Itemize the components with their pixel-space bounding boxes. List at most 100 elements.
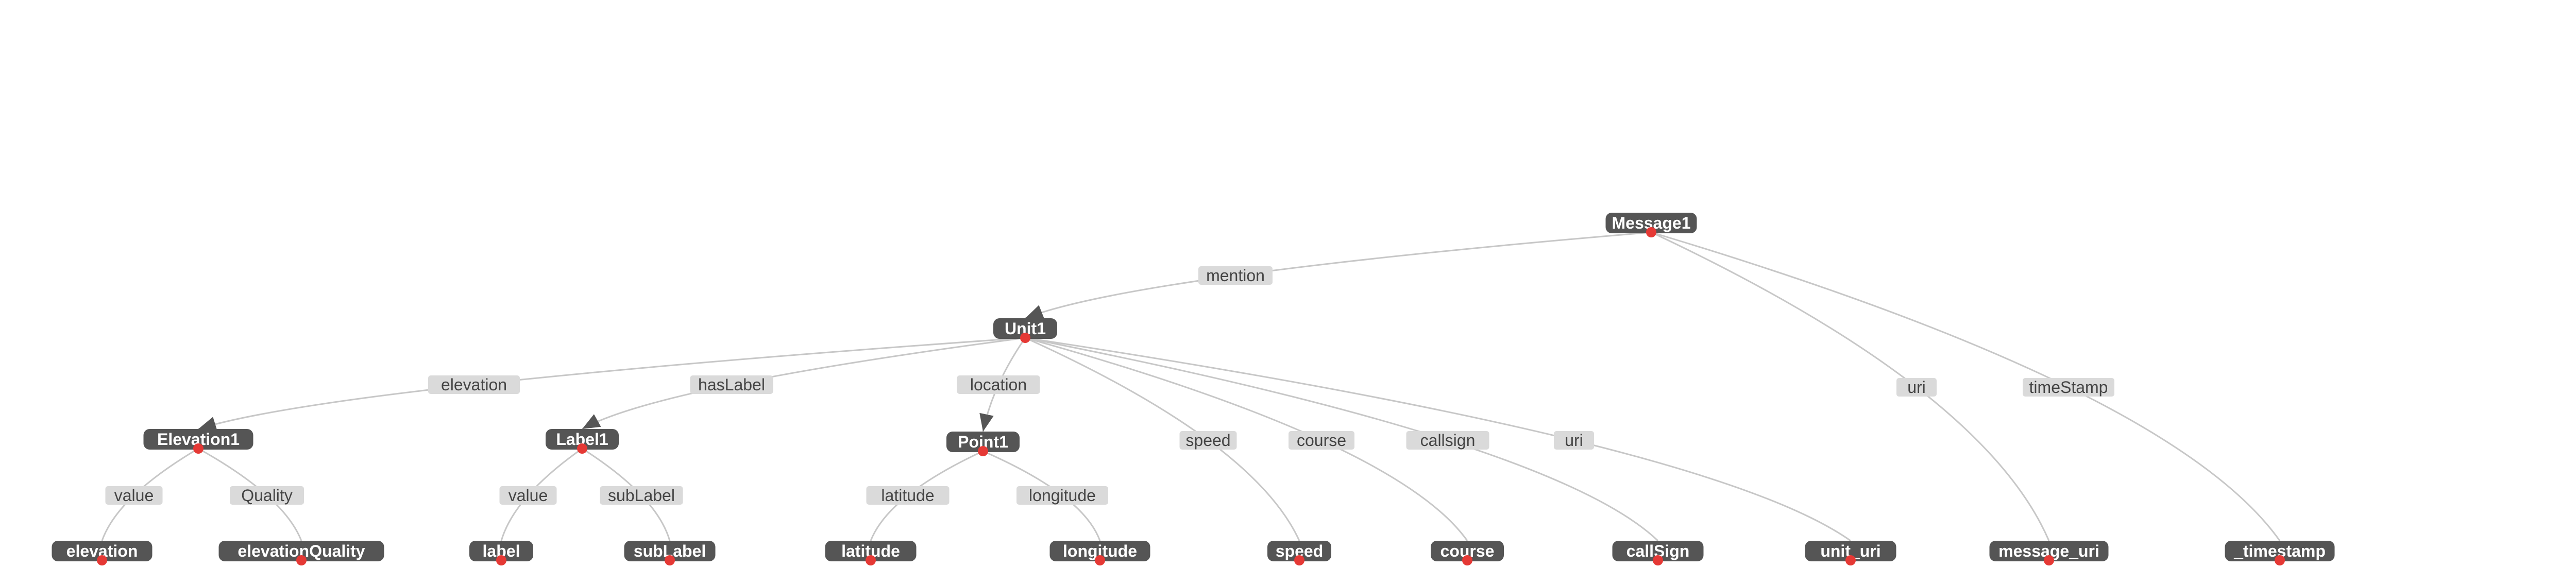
arrowhead-icon — [1025, 305, 1044, 319]
anchor-dot-icon[interactable] — [1294, 555, 1304, 565]
edge-speed-to-speed — [1025, 337, 1300, 541]
edge-label-background — [600, 486, 683, 505]
node-latitude[interactable]: latitude — [825, 541, 917, 565]
edge-label-background — [499, 486, 557, 505]
node-background — [218, 541, 384, 561]
node-timestamp[interactable]: _timestamp — [2225, 541, 2335, 565]
anchor-dot-icon[interactable] — [1462, 555, 1472, 565]
node-call-sign[interactable]: callSign — [1612, 541, 1704, 565]
edge-labels-layer: mention uri timeStamp elevation hasLabel loca… — [105, 266, 2114, 505]
node-background — [546, 429, 619, 450]
edge-label-text: value — [114, 486, 154, 505]
edge-label-background — [957, 375, 1040, 394]
edge-label-text: callsign — [1420, 431, 1476, 450]
node-elevation1[interactable]: Elevation1 — [143, 429, 253, 454]
node-background — [469, 541, 533, 561]
node-course[interactable]: course — [1431, 541, 1504, 565]
edge-label-value[interactable]: value — [105, 486, 163, 505]
edge-course-to-course — [1025, 337, 1468, 541]
node-background — [2225, 541, 2335, 561]
node-unit-uri[interactable]: unit_uri — [1805, 541, 1896, 565]
node-background — [1605, 213, 1697, 233]
node-background — [1049, 541, 1150, 561]
edge-label-callsign[interactable]: callsign — [1406, 431, 1489, 450]
node-background — [1267, 541, 1331, 561]
edge-label-background — [1179, 431, 1237, 450]
edge-label-text: latitude — [881, 486, 934, 505]
edge-label-longitude[interactable]: longitude — [1016, 486, 1108, 505]
anchor-dot-icon[interactable] — [577, 443, 587, 454]
node-background — [1989, 541, 2109, 561]
edge-label-text: location — [970, 375, 1027, 394]
edge-label-background — [1289, 431, 1354, 450]
anchor-dot-icon[interactable] — [2275, 555, 2285, 565]
edge-label-text: Quality — [241, 486, 293, 505]
edge-label-text: course — [1297, 431, 1346, 450]
edge-label-time-stamp[interactable]: timeStamp — [2023, 378, 2114, 397]
node-longitude[interactable]: longitude — [1049, 541, 1150, 565]
edge-label-elevation[interactable]: elevation — [428, 375, 520, 394]
edge-label-background — [866, 486, 950, 505]
edge-label-background — [2023, 378, 2114, 397]
edge-label-value[interactable]: value — [499, 486, 557, 505]
node-background — [1431, 541, 1504, 561]
node-message1[interactable]: Message1 — [1605, 213, 1697, 237]
node-background — [1805, 541, 1896, 561]
anchor-dot-icon[interactable] — [1646, 227, 1656, 237]
edge-label-has-label[interactable]: hasLabel — [690, 375, 773, 394]
node-background — [52, 541, 152, 561]
edge-label-uri[interactable]: uri — [1554, 431, 1594, 450]
edge-label-background — [1896, 378, 1937, 397]
edge-label-text: elevation — [441, 375, 507, 394]
anchor-dot-icon[interactable] — [866, 555, 876, 565]
edge-label-text: mention — [1206, 266, 1265, 285]
anchor-dot-icon[interactable] — [1095, 555, 1105, 565]
anchor-dot-icon[interactable] — [97, 555, 107, 565]
edge-label-background — [428, 375, 520, 394]
anchor-dot-icon[interactable] — [1653, 555, 1663, 565]
edge-label-background — [105, 486, 163, 505]
node-sub-label[interactable]: subLabel — [624, 541, 716, 565]
anchor-dot-icon[interactable] — [2044, 555, 2054, 565]
anchor-dot-icon[interactable] — [1020, 333, 1030, 343]
node-label1[interactable]: Label1 — [546, 429, 619, 454]
node-unit1[interactable]: Unit1 — [993, 318, 1057, 343]
node-label[interactable]: label — [469, 541, 533, 565]
edge-label-text: timeStamp — [2029, 378, 2108, 397]
node-background — [1612, 541, 1704, 561]
edge-label-course[interactable]: course — [1289, 431, 1354, 450]
edge-label-text: uri — [1565, 431, 1583, 450]
edge-label-background — [1554, 431, 1594, 450]
anchor-dot-icon[interactable] — [296, 555, 307, 565]
node-point1[interactable]: Point1 — [946, 432, 1020, 456]
anchor-dot-icon[interactable] — [978, 446, 988, 456]
node-background — [825, 541, 917, 561]
edge-uri-to-message-uri — [1651, 231, 2050, 541]
edge-label-location[interactable]: location — [957, 375, 1040, 394]
edge-label-background — [1016, 486, 1108, 505]
edge-label-text: hasLabel — [698, 375, 765, 394]
edge-label-uri[interactable]: uri — [1896, 378, 1937, 397]
node-background — [143, 429, 253, 450]
anchor-dot-icon[interactable] — [496, 555, 506, 565]
anchor-dot-icon[interactable] — [1845, 555, 1856, 565]
node-speed[interactable]: speed — [1267, 541, 1331, 565]
edge-label-speed[interactable]: speed — [1179, 431, 1237, 450]
node-message-uri[interactable]: message_uri — [1989, 541, 2109, 565]
edge-label-mention[interactable]: mention — [1198, 266, 1273, 285]
edge-label-latitude[interactable]: latitude — [866, 486, 950, 505]
edge-label-background — [1198, 266, 1273, 285]
node-elevation[interactable]: elevation — [52, 541, 152, 565]
arrowhead-icon — [198, 417, 217, 431]
edge-mention-to-unit1 — [1025, 231, 1652, 319]
node-background — [993, 318, 1057, 339]
anchor-dot-icon[interactable] — [665, 555, 675, 565]
anchor-dot-icon[interactable] — [193, 443, 204, 454]
edge-label-quality[interactable]: Quality — [230, 486, 304, 505]
node-elevation-quality[interactable]: elevationQuality — [218, 541, 384, 565]
edge-label-text: longitude — [1029, 486, 1096, 505]
edge-label-text: uri — [1907, 378, 1926, 397]
edge-label-sub-label[interactable]: subLabel — [600, 486, 683, 505]
